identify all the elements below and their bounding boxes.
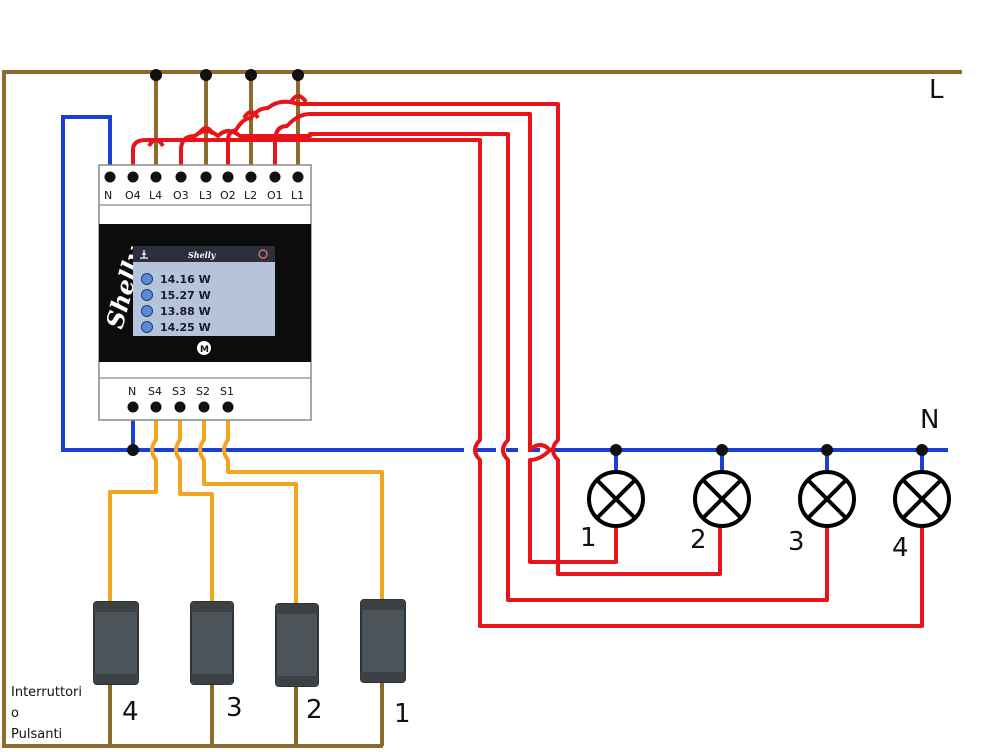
switch-label: 2 <box>306 695 323 725</box>
reading-value: 14.16 W <box>160 273 211 286</box>
switches: 4 3 2 1 <box>93 599 411 729</box>
reading-value: 14.25 W <box>160 321 211 334</box>
terminal-s4: S4 <box>148 385 162 413</box>
svg-text:S4: S4 <box>148 385 162 398</box>
lamp-2: 2 <box>690 470 751 555</box>
switch-4: 4 <box>93 601 139 727</box>
live-wiring <box>2 70 962 748</box>
switch-wiring <box>108 408 384 606</box>
switch-3: 3 <box>190 601 243 723</box>
switch-icon <box>275 603 319 687</box>
switch-icon <box>93 601 139 685</box>
screen-readings: 14.16 W 15.27 W 13.88 W 14.25 W <box>141 273 211 334</box>
power-icon <box>141 273 153 285</box>
svg-text:O4: O4 <box>125 189 141 202</box>
lamp-label: 3 <box>788 527 805 557</box>
svg-text:S1: S1 <box>220 385 234 398</box>
lamps: 1 2 3 4 <box>580 470 951 563</box>
terminal-l3: L3 <box>199 171 212 202</box>
output-wiring <box>131 94 924 628</box>
svg-text:L2: L2 <box>244 189 257 202</box>
switch-label: 3 <box>226 693 243 723</box>
svg-text:S2: S2 <box>196 385 210 398</box>
live-bus-label: L <box>929 75 944 105</box>
svg-text:L4: L4 <box>149 189 162 202</box>
switch-1: 1 <box>360 599 411 729</box>
wifi-icon <box>140 250 148 259</box>
svg-text:L1: L1 <box>291 189 304 202</box>
svg-text:N: N <box>104 189 112 202</box>
terminal-l1: L1 <box>291 171 304 202</box>
shelly-device: Shelly Shelly 14.16 W 15.27 W 13.88 W <box>98 164 312 421</box>
reading-row: 15.27 W <box>141 289 211 302</box>
mode-badge-label: M <box>200 345 209 355</box>
svg-text:Interruttori: Interruttori <box>11 685 82 700</box>
switch-label: 1 <box>394 699 411 729</box>
lamp-3: 3 <box>788 470 856 557</box>
switch-note: Interruttori o Pulsanti <box>11 685 82 742</box>
svg-text:Pulsanti: Pulsanti <box>11 727 62 742</box>
svg-text:N: N <box>128 385 136 398</box>
switch-icon <box>360 599 406 683</box>
power-icon <box>141 305 153 317</box>
lamp-label: 2 <box>690 525 707 555</box>
terminal-s1: S1 <box>220 385 234 413</box>
svg-text:L3: L3 <box>199 189 212 202</box>
terminal-o2: O2 <box>220 171 236 202</box>
settings-icon <box>258 249 268 259</box>
terminal-l4: L4 <box>149 171 162 202</box>
reading-row: 13.88 W <box>141 305 211 318</box>
power-icon <box>141 321 153 333</box>
svg-text:o: o <box>11 706 19 721</box>
reading-row: 14.25 W <box>141 321 211 334</box>
switch-icon <box>190 601 234 685</box>
mode-badge <box>197 341 211 355</box>
bottom-terminals: N S4 S3 S2 S1 <box>127 385 234 413</box>
reading-row: 14.16 W <box>141 273 211 286</box>
lamp-label: 4 <box>892 533 909 563</box>
screen-brand: Shelly <box>188 250 217 260</box>
terminal-n-bottom: N <box>127 385 139 413</box>
power-icon <box>141 289 153 301</box>
top-terminals: N O4 L4 O3 L3 O2 L2 O1 L1 <box>104 171 304 202</box>
live-junctions <box>150 69 304 81</box>
terminal-n-top: N <box>104 171 116 202</box>
switch-2: 2 <box>275 603 323 725</box>
neutral-bus-label: N <box>920 405 939 435</box>
lamp-label: 1 <box>580 523 597 553</box>
terminal-s3: S3 <box>172 385 186 413</box>
terminal-o1: O1 <box>267 171 283 202</box>
reading-value: 13.88 W <box>160 305 211 318</box>
reading-value: 15.27 W <box>160 289 211 302</box>
svg-text:O3: O3 <box>173 189 189 202</box>
terminal-o3: O3 <box>173 171 189 202</box>
terminal-s2: S2 <box>196 385 210 413</box>
svg-text:O1: O1 <box>267 189 283 202</box>
svg-text:S3: S3 <box>172 385 186 398</box>
lamp-4: 4 <box>892 470 951 563</box>
svg-text:O2: O2 <box>220 189 236 202</box>
neutral-junctions <box>127 444 928 456</box>
terminal-l2: L2 <box>244 171 257 202</box>
terminal-o4: O4 <box>125 171 141 202</box>
switch-label: 4 <box>122 697 139 727</box>
lamp-1: 1 <box>580 470 645 553</box>
